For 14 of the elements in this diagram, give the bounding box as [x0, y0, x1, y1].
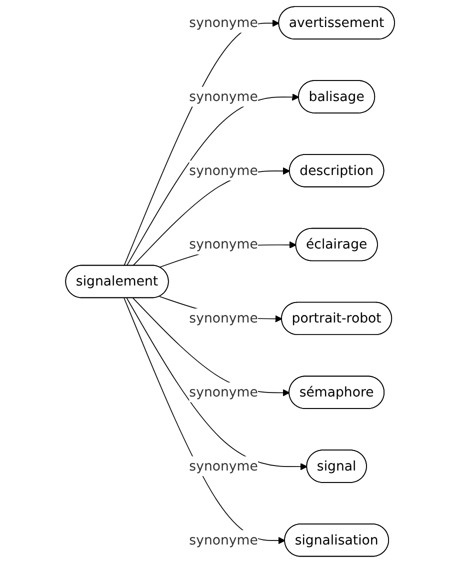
arrow [132, 167, 290, 266]
edge-label: synonyme [189, 458, 258, 474]
edge-label: synonyme [189, 88, 258, 104]
edge-label: synonyme [189, 310, 258, 326]
arrow [124, 20, 280, 266]
arrow [132, 298, 290, 396]
edge-label: synonyme [189, 532, 258, 548]
arrow [126, 93, 300, 266]
arrow [126, 298, 308, 470]
edge-label: synonyme [189, 384, 258, 400]
edge-label: synonyme [189, 162, 258, 178]
edge-label: synonyme [189, 236, 258, 252]
arrow [124, 298, 286, 544]
edge-label: synonyme [189, 14, 258, 30]
